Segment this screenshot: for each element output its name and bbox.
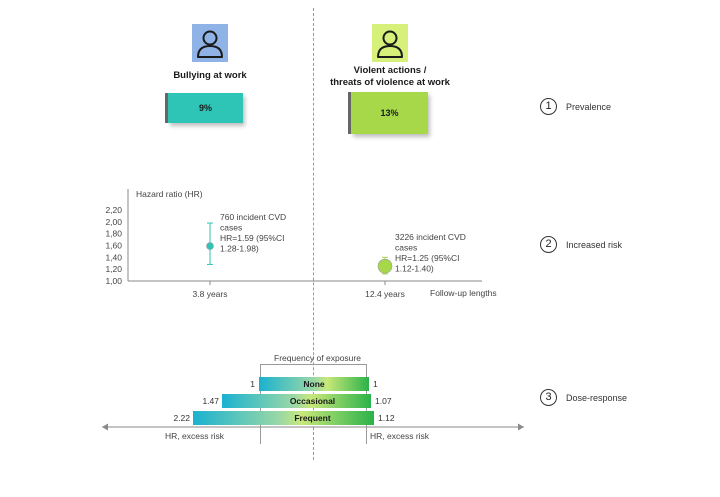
chart-x-axis-label: Follow-up lengths xyxy=(430,288,497,298)
y-tick-label: 1,40 xyxy=(105,252,122,262)
point-annotation-line: HR=1.25 (95%CI xyxy=(395,253,460,263)
step-3-number: 3 xyxy=(540,389,557,406)
dose-none-violence-hr: 1 xyxy=(373,379,378,389)
step-1-label: Prevalence xyxy=(566,102,612,112)
dose-level-none-label: None xyxy=(303,379,325,389)
violence-label: Violent actions / threats of violence at… xyxy=(320,65,460,89)
point-annotation-line: HR=1.59 (95%CI xyxy=(220,233,285,243)
dose-none-bullying-hr: 1 xyxy=(250,379,255,389)
point-annotation-line: 760 incident CVD xyxy=(220,212,286,222)
bullying-prevalence-value: 9% xyxy=(198,103,212,113)
violence-label-line1: Violent actions / xyxy=(353,65,427,76)
step-3-label: Dose-response xyxy=(566,393,628,403)
hr-point xyxy=(377,258,393,274)
y-tick-label: 2,00 xyxy=(105,217,122,227)
x-tick-label: 3.8 years xyxy=(193,289,228,299)
dose-occasional-bullying-hr: 1.47 xyxy=(202,396,219,406)
violence-label-line2: threats of violence at work xyxy=(330,77,450,88)
violence-prevalence-box: 13% xyxy=(351,92,428,134)
bullying-person-icon xyxy=(192,24,228,62)
excess-risk-left-label: HR, excess risk xyxy=(165,431,225,441)
point-annotation-line: cases xyxy=(395,243,417,253)
bullying-prevalence-box: 9% xyxy=(168,93,243,123)
violence-prevalence-value: 13% xyxy=(380,108,399,118)
dose-response-title: Frequency of exposure xyxy=(274,353,361,363)
point-annotation-line: 3226 incident CVD xyxy=(395,232,466,242)
step-2-number: 2 xyxy=(540,236,557,253)
step-2-label: Increased risk xyxy=(566,240,623,250)
x-tick-label: 12.4 years xyxy=(365,289,405,299)
dose-bar-occasional xyxy=(222,394,371,408)
point-annotation-line: cases xyxy=(220,223,242,233)
hr-point xyxy=(206,242,214,250)
excess-risk-axis xyxy=(102,423,524,431)
chart-y-axis-label: Hazard ratio (HR) xyxy=(136,189,203,199)
dose-level-frequent-label: Frequent xyxy=(294,413,331,423)
y-tick-label: 1,60 xyxy=(105,241,122,251)
dose-title-rule xyxy=(260,364,366,365)
point-annotation-line: 1.28-1.98) xyxy=(220,244,259,254)
y-tick-label: 1,20 xyxy=(105,264,122,274)
excess-risk-right-label: HR, excess risk xyxy=(370,431,430,441)
hazard-ratio-chart: Hazard ratio (HR) Follow-up lengths 2,20… xyxy=(105,189,497,299)
dose-frequent-violence-hr: 1.12 xyxy=(378,413,395,423)
y-tick-label: 1,00 xyxy=(105,276,122,286)
center-divider xyxy=(313,8,314,460)
step-1-number: 1 xyxy=(540,98,557,115)
violence-person-icon xyxy=(372,24,408,62)
point-annotation-line: 1.12-1.40) xyxy=(395,264,434,274)
y-tick-label: 2,20 xyxy=(105,205,122,215)
bullying-label: Bullying at work xyxy=(173,70,247,81)
y-tick-label: 1,80 xyxy=(105,229,122,239)
dose-bar-frequent xyxy=(193,411,374,425)
dose-level-occasional-label: Occasional xyxy=(289,396,336,406)
dose-frequent-bullying-hr: 2.22 xyxy=(173,413,190,423)
dose-occasional-violence-hr: 1.07 xyxy=(375,396,392,406)
dose-bar-none xyxy=(259,377,369,391)
